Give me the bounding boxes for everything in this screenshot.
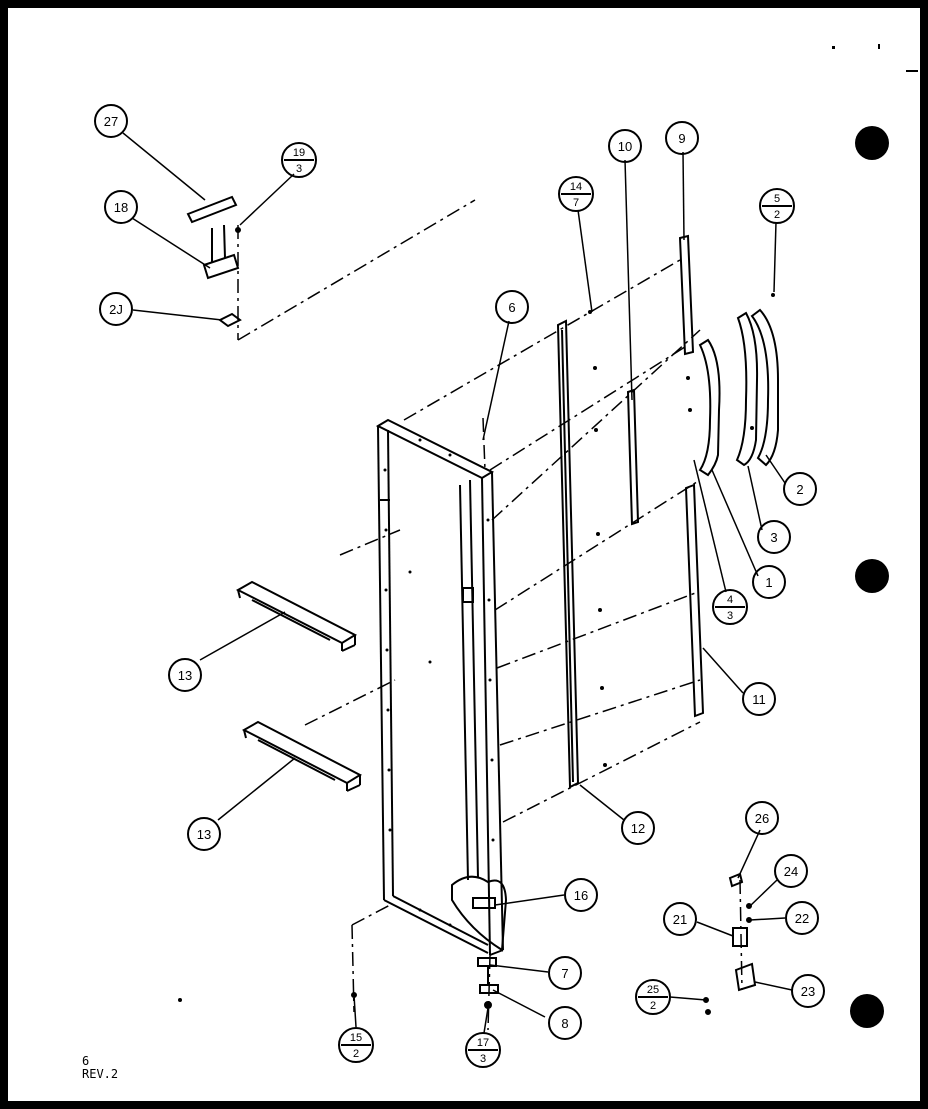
callout-25-2: 25 2	[635, 979, 671, 1015]
door-panel-screw-holes	[383, 438, 495, 927]
callout-23-label: 23	[801, 984, 815, 999]
callout-8-label: 8	[561, 1016, 568, 1031]
callout-4-3: 4 3	[712, 589, 748, 625]
callout-19-3-num: 19	[293, 147, 305, 159]
binder-hole-bottom	[850, 994, 884, 1028]
callout-8: 8	[548, 1006, 582, 1040]
callout-20: 2J	[99, 292, 133, 326]
callout-17-3-num: 17	[477, 1037, 489, 1049]
callout-22-label: 22	[795, 911, 809, 926]
handle-trim-parts	[698, 308, 779, 477]
upper-hinge-assembly	[186, 195, 242, 328]
callout-23: 23	[791, 974, 825, 1008]
callout-14-7-num: 14	[570, 181, 582, 193]
callout-4-3-den: 3	[727, 610, 733, 622]
callout-26-label: 26	[755, 811, 769, 826]
callout-11-label: 11	[752, 692, 766, 707]
callout-24: 24	[774, 854, 808, 888]
callout-21-label: 21	[673, 912, 687, 927]
callout-2-label: 2	[796, 482, 803, 497]
callout-14-7-den: 7	[573, 197, 579, 209]
callout-18: 18	[104, 190, 138, 224]
scan-specks	[178, 44, 918, 1002]
callout-21: 21	[663, 902, 697, 936]
callout-22: 22	[785, 901, 819, 935]
strip-12	[556, 319, 580, 789]
strip-10	[626, 388, 640, 526]
revision-label: REV.2	[82, 1067, 119, 1081]
callout-13-lower: 13	[187, 817, 221, 851]
bracket-13-lower	[241, 720, 363, 792]
mounting-screws	[588, 293, 775, 767]
callout-7: 7	[548, 956, 582, 990]
strip-11	[684, 483, 705, 718]
door-handle-bracket	[451, 587, 508, 952]
callout-10-label: 10	[618, 139, 632, 154]
callout-2: 2	[783, 472, 817, 506]
callout-14-7: 14 7	[558, 176, 594, 212]
callout-16: 16	[564, 878, 598, 912]
callout-4-3-num: 4	[727, 594, 733, 606]
callout-9: 9	[665, 121, 699, 155]
callout-27-label: 27	[104, 114, 118, 129]
callout-13-upper-label: 13	[178, 668, 192, 683]
callout-12-label: 12	[631, 821, 645, 836]
callout-24-label: 24	[784, 864, 798, 879]
callout-12: 12	[621, 811, 655, 845]
callout-9-label: 9	[678, 131, 685, 146]
callout-13-upper: 13	[168, 658, 202, 692]
callout-20-label: 2J	[109, 302, 123, 317]
callout-27: 27	[94, 104, 128, 138]
callout-3-label: 3	[770, 530, 777, 545]
callout-6-label: 6	[508, 300, 515, 315]
assembly-lines	[237, 199, 743, 1031]
callout-1-label: 1	[765, 575, 772, 590]
callout-18-label: 18	[114, 200, 128, 215]
callout-15-2: 15 2	[338, 1027, 374, 1063]
leader-lines	[122, 132, 793, 1034]
callout-5-2-num: 5	[774, 193, 780, 205]
binder-hole-top	[855, 126, 889, 160]
callout-25-2-den: 2	[650, 1000, 656, 1012]
callout-6: 6	[495, 290, 529, 324]
callouts: 27 19 3 18 2J 6 14	[94, 104, 825, 1068]
callout-11: 11	[742, 682, 776, 716]
callout-19-3: 19 3	[281, 142, 317, 178]
callout-17-3: 17 3	[465, 1032, 501, 1068]
callout-3: 3	[757, 520, 791, 554]
callout-5-2: 5 2	[759, 188, 795, 224]
door-panel	[375, 418, 504, 956]
callout-19-3-den: 3	[296, 163, 302, 175]
callout-26: 26	[745, 801, 779, 835]
callout-10: 10	[608, 129, 642, 163]
callout-25-2-num: 25	[647, 984, 659, 996]
callout-1: 1	[752, 565, 786, 599]
callout-7-label: 7	[561, 966, 568, 981]
lower-hinge-stack	[351, 957, 499, 1009]
bracket-13-upper	[235, 580, 358, 652]
binder-hole-middle	[855, 559, 889, 593]
callout-5-2-den: 2	[774, 209, 780, 221]
callout-16-label: 16	[574, 888, 588, 903]
callout-17-3-den: 3	[480, 1053, 486, 1065]
strip-9	[678, 234, 695, 356]
callout-15-2-den: 2	[353, 1048, 359, 1060]
page-number: 6	[82, 1054, 90, 1068]
callout-15-2-num: 15	[350, 1032, 362, 1044]
callout-13-lower-label: 13	[197, 827, 211, 842]
lower-right-hinge-assembly	[703, 872, 757, 1015]
